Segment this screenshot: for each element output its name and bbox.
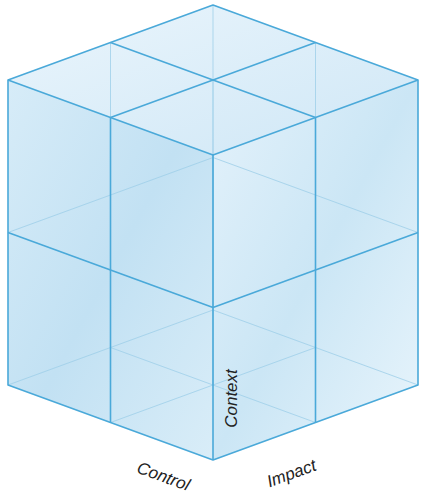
axis-label-vertical: Context xyxy=(223,369,240,428)
axis-label-left: Control xyxy=(134,459,191,494)
axis-label-right: Impact xyxy=(265,456,319,489)
left-face xyxy=(8,80,213,460)
right-face xyxy=(213,80,418,460)
cube-edges xyxy=(8,5,418,460)
